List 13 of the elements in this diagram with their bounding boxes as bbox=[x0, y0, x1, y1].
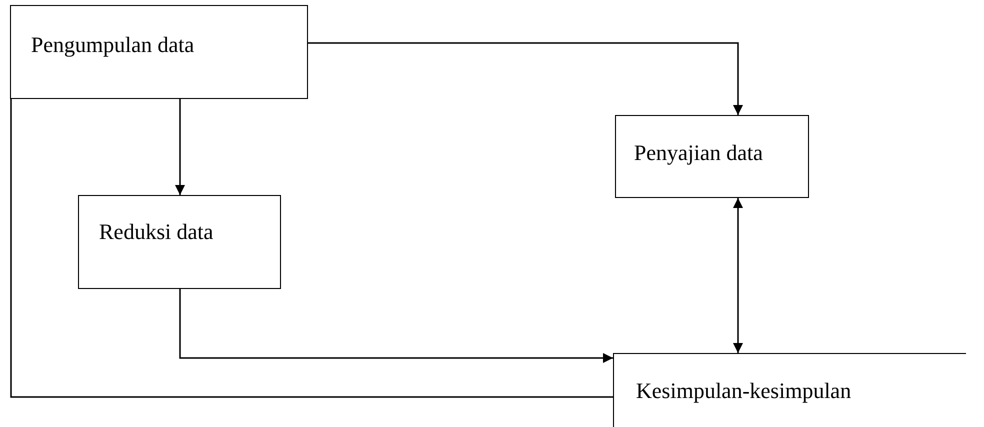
arrow bbox=[733, 198, 743, 353]
process-box bbox=[78, 195, 281, 289]
connector-line bbox=[10, 99, 613, 398]
box-label: Reduksi data bbox=[99, 219, 214, 245]
process-box bbox=[613, 353, 966, 427]
process-box bbox=[615, 115, 809, 198]
arrow bbox=[308, 42, 743, 115]
box-label: Kesimpulan-kesimpulan bbox=[636, 378, 852, 404]
box-label: Penyajian data bbox=[634, 140, 763, 166]
arrow bbox=[179, 289, 613, 363]
process-box bbox=[10, 5, 308, 99]
box-label: Pengumpulan data bbox=[31, 32, 194, 58]
arrow bbox=[175, 99, 185, 195]
